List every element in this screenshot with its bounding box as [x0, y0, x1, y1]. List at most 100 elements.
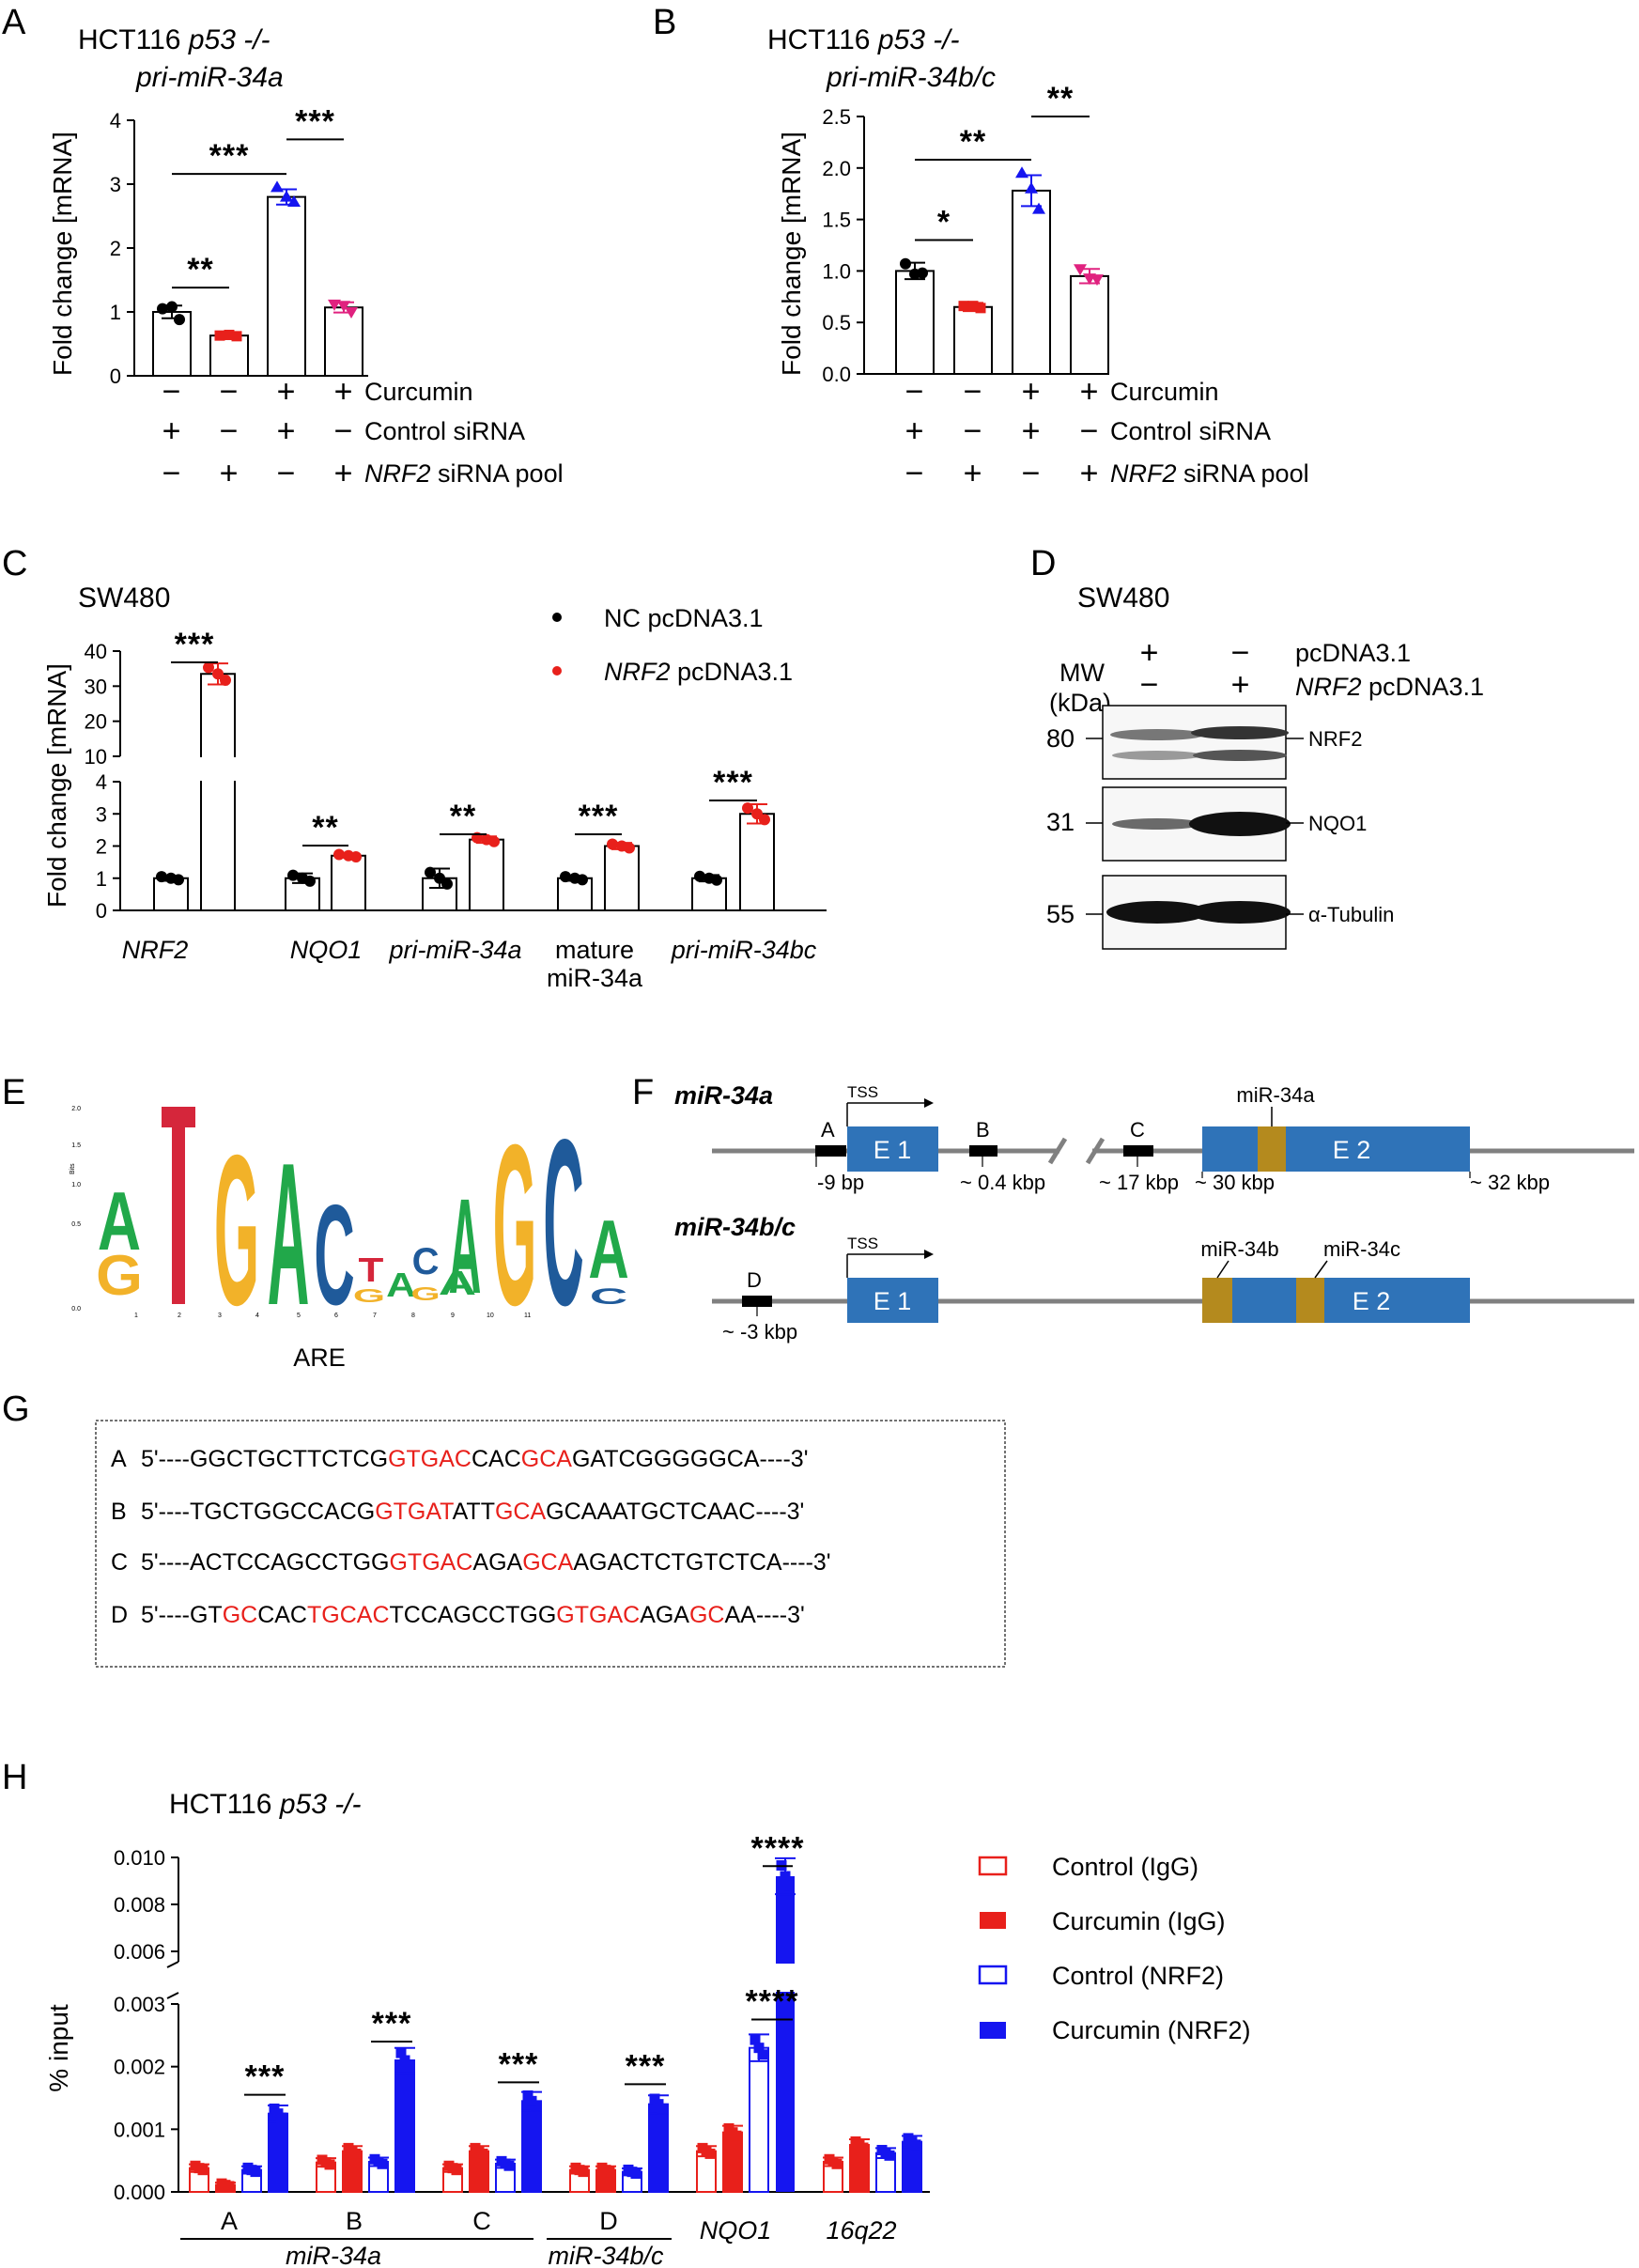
tss-arrow-1-head — [924, 1098, 934, 1108]
logo-pos4-a: A — [268, 1120, 310, 1347]
panel-c-cell-line: SW480 — [78, 583, 170, 614]
condition-sign: + — [905, 413, 925, 449]
data-point — [193, 2163, 205, 2174]
condition-sign: + — [162, 413, 182, 449]
marker-31: 31 — [1046, 808, 1075, 836]
logo-ytick-15: 1.5 — [71, 1142, 81, 1149]
sequence-row-id: D — [111, 1602, 128, 1628]
logo-pos5-c: C — [314, 1175, 354, 1335]
data-point — [694, 870, 705, 882]
bar — [521, 2100, 542, 2193]
sequence-row-id: C — [111, 1549, 128, 1576]
logo-xtick-7: 7 — [373, 1313, 377, 1319]
sig-bracket-label: *** — [499, 2046, 539, 2082]
panel-c-group-pri-mir-34bc: pri-miR-34bc — [671, 936, 817, 964]
sig-bracket-label: *** — [175, 627, 215, 662]
panel-b-plot: 0.00.51.01.52.02.5***** — [822, 81, 1109, 386]
logo-pos2-t-bar — [162, 1107, 195, 1127]
mir34b-region — [1202, 1278, 1232, 1323]
y-tick-label: 2.5 — [822, 105, 851, 129]
bar — [749, 2046, 769, 2194]
site-d-box — [742, 1296, 772, 1307]
y-tick-label: 0.001 — [114, 2118, 165, 2141]
bar — [268, 2112, 288, 2194]
logo-xtick-11: 11 — [524, 1313, 531, 1319]
logo-pos9-a: A — [449, 1171, 482, 1322]
panel-label-a: A — [2, 3, 26, 42]
condition-sign: − — [964, 413, 983, 449]
panel-h-plot: 0.0000.0010.0020.0030.0060.0080.010*****… — [114, 1830, 930, 2204]
y-tick-label: 0.010 — [114, 1846, 165, 1870]
data-point — [174, 314, 185, 326]
data-point — [434, 872, 445, 884]
data-point — [1083, 273, 1096, 286]
bar — [267, 195, 306, 377]
sig-bracket-nqo1-upper-label: **** — [751, 1830, 805, 1866]
y-tick-label: 1 — [96, 867, 107, 891]
sig-bracket-label: * — [937, 205, 951, 241]
logo-caption: ARE — [293, 1344, 346, 1372]
logo-xtick-4: 4 — [255, 1313, 259, 1319]
condition-sign: − — [1022, 456, 1042, 491]
legend-label-control-igg: Control (IgG) — [1052, 1853, 1198, 1881]
legend-swatch-control-igg — [978, 1856, 1008, 1876]
site-d-label: D — [747, 1268, 762, 1292]
site-b-label: B — [976, 1118, 990, 1142]
mir34b-label: miR-34b — [1200, 1237, 1278, 1261]
mir34a-mature-label: miR-34a — [1236, 1083, 1315, 1107]
panel-d-kda: (kDa) — [1049, 689, 1111, 717]
bracket-label-mir34a: miR-34a — [286, 2242, 381, 2268]
condition-sign: + — [334, 456, 354, 491]
legend-label-nc: NC pcDNA3.1 — [604, 604, 764, 632]
legend-label-curcumin-nrf2: Curcumin (NRF2) — [1052, 2016, 1251, 2044]
data-point — [345, 307, 358, 318]
condition-sign: − — [220, 374, 240, 410]
condition-sign: + — [1080, 374, 1100, 410]
logo-ytick-0: 0.0 — [71, 1306, 81, 1313]
logo-pos6-t: T — [359, 1251, 384, 1289]
data-point — [246, 2165, 257, 2176]
panel-label-c: C — [2, 544, 27, 583]
panel-c-group-nqo1: NQO1 — [290, 936, 363, 964]
condition-label: Curcumin — [1110, 378, 1219, 406]
panel-c-group-pri-mir-34a: pri-miR-34a — [388, 936, 521, 964]
bar — [648, 2103, 669, 2194]
logo-pos8-c: C — [412, 1241, 440, 1282]
panel-b-title: HCT116 p53 -/- — [767, 24, 960, 55]
panel-d-cell-line: SW480 — [1077, 583, 1169, 614]
bracket-label-mir34bc: miR-34b/c — [548, 2242, 664, 2268]
condition-sign: − — [1080, 413, 1100, 449]
condition-sign: + — [277, 374, 297, 410]
y-tick-label: 0.0 — [822, 363, 851, 386]
data-point — [447, 2163, 458, 2174]
legend-swatch-curcumin-nrf2 — [980, 2022, 1006, 2039]
panel-c-group-nrf2: NRF2 — [122, 936, 189, 964]
bar — [394, 2059, 415, 2193]
panel-h-group-b: B — [346, 2207, 363, 2235]
logo-yticks: 2.0 1.5 1.0 0.5 0.0 — [71, 1106, 81, 1313]
y-tick-label: 0 — [96, 899, 107, 923]
condition-sign: − — [964, 374, 983, 410]
data-point — [854, 2139, 865, 2151]
y-tick-label: 1.5 — [822, 209, 851, 232]
logo-pos9-a-small: A — [439, 1264, 476, 1302]
site-a-box — [815, 1145, 846, 1157]
sequence-logo: A G G A C T G A C G A A G C A C — [96, 1090, 629, 1355]
gene-label-mir34bc: miR-34b/c — [674, 1213, 796, 1241]
mir34a-break-2 — [1085, 1137, 1106, 1165]
mir34a-exon1-label: E 1 — [874, 1136, 912, 1164]
bar — [469, 838, 504, 912]
sig-bracket-label: *** — [713, 765, 753, 800]
panel-a: A HCT116 p53 -/- pri-miR-34a Fold change… — [2, 3, 564, 491]
data-point — [271, 180, 284, 193]
bar — [953, 305, 993, 376]
data-point — [287, 869, 299, 881]
logo-ytick-2: 2.0 — [71, 1106, 81, 1112]
condition-sign: + — [964, 456, 983, 491]
data-point — [220, 674, 231, 686]
data-point — [231, 331, 242, 342]
mir34c-pointer — [1314, 1260, 1328, 1279]
sig-bracket-label: *** — [372, 2006, 412, 2042]
condition-label: NRF2 siRNA pool — [1110, 459, 1309, 488]
